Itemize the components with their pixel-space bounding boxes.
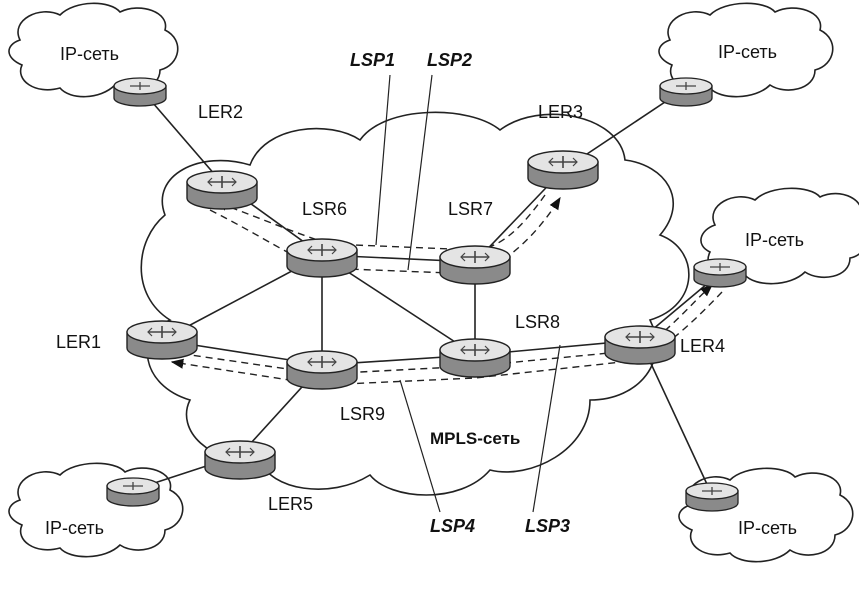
router-icon [439, 338, 511, 378]
ip-router-bottom-right [685, 482, 739, 512]
lsp1-label: LSP1 [350, 50, 395, 70]
router-icon [685, 482, 739, 512]
ip-cloud-right-label: IP-сеть [745, 230, 804, 250]
router-ler4 [604, 325, 676, 365]
router-ler2 [186, 170, 258, 210]
router-icon [693, 258, 747, 288]
ip-cloud-bottom-right [678, 467, 854, 563]
ip-cloud-top-right-label: IP-сеть [718, 42, 777, 62]
ip-cloud-bottom-left-label: IP-сеть [45, 518, 104, 538]
router-icon [527, 150, 599, 190]
lsp2-label: LSP2 [427, 50, 472, 70]
ip-cloud-top-left [8, 2, 179, 98]
lsr7-label: LSR7 [448, 199, 493, 219]
lsr9-label: LSR9 [340, 404, 385, 424]
router-icon [439, 245, 511, 285]
ler1-label: LER1 [56, 332, 101, 352]
ip-cloud-bottom-left [8, 462, 184, 558]
router-icon [659, 77, 713, 107]
router-icon [106, 477, 160, 507]
ler4-label: LER4 [680, 336, 725, 356]
router-lsr6 [286, 238, 358, 278]
router-lsr7 [439, 245, 511, 285]
router-ler5 [204, 440, 276, 480]
ip-router-top-left [113, 77, 167, 107]
lsp3-label: LSP3 [525, 516, 570, 536]
router-icon [126, 320, 198, 360]
ip-router-bottom-left [106, 477, 160, 507]
router-icon [604, 325, 676, 365]
lsp-leaders [375, 74, 561, 513]
router-lsr8 [439, 338, 511, 378]
ler3-label: LER3 [538, 102, 583, 122]
ip-router-right [693, 258, 747, 288]
router-lsr9 [286, 350, 358, 390]
lsr8-label: LSR8 [515, 312, 560, 332]
router-icon [286, 350, 358, 390]
router-icon [204, 440, 276, 480]
ip-cloud-top-left-label: IP-сеть [60, 44, 119, 64]
ler5-label: LER5 [268, 494, 313, 514]
ip-router-top-right [659, 77, 713, 107]
ip-cloud-bottom-right-label: IP-сеть [738, 518, 797, 538]
router-icon [286, 238, 358, 278]
router-ler1 [126, 320, 198, 360]
router-ler3 [527, 150, 599, 190]
router-icon [186, 170, 258, 210]
mpls-cloud-label: MPLS-сеть [430, 429, 520, 448]
router-icon [113, 77, 167, 107]
lsp4-label: LSP4 [430, 516, 475, 536]
lsr6-label: LSR6 [302, 199, 347, 219]
mpls-cloud [140, 111, 690, 496]
ler2-label: LER2 [198, 102, 243, 122]
